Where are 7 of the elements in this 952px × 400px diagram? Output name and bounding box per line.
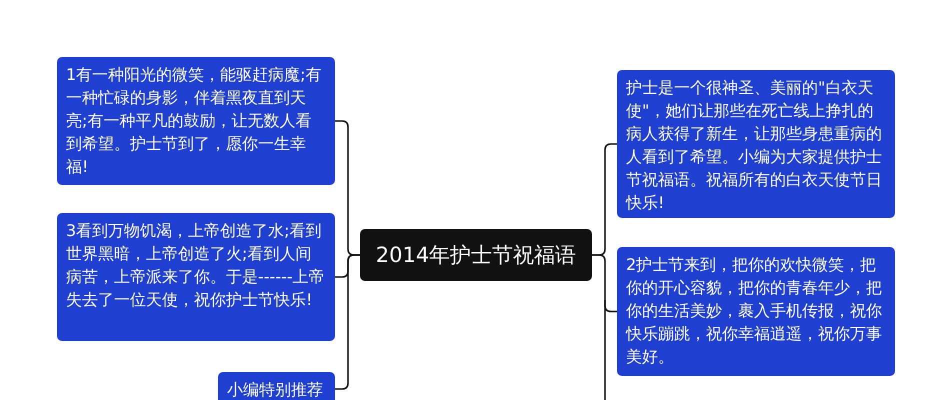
- text-box: 护士是一个很神圣、美丽的"白衣天使"，她们让那些在死亡线上挣扎的病人获得了新生，让那些身患重病的人看到了希望。小编为大家提供护士节祝福语。祝福所有的白衣天使节日快乐!: [617, 70, 895, 218]
- text-box: 2护士节来到，把你的欢快微笑，把你的开心容貌，把你的青春年少，把你的生活美妙，裹入手机传报，祝你快乐蹦跳，祝你幸福逍遥，祝你万事美好。: [617, 247, 895, 376]
- text-box: 1有一种阳光的微笑，能驱赶病魔;有一种忙碌的身影，伴着黑夜直到天亮;有一种平凡的鼓励，让无数人看到希望。护士节到了，愿你一生幸福!: [57, 57, 335, 185]
- topic-box: 2014年护士节祝福语: [360, 229, 592, 281]
- connector: [592, 254, 617, 312]
- text-box: 3看到万物饥渴，上帝创造了水;看到世界黑暗，上帝创造了火;看到人间病苦，上帝派来了你。于是------上帝失去了一位天使，祝你护士节快乐!: [57, 213, 335, 341]
- text-box: 小编特别推荐: [218, 372, 335, 400]
